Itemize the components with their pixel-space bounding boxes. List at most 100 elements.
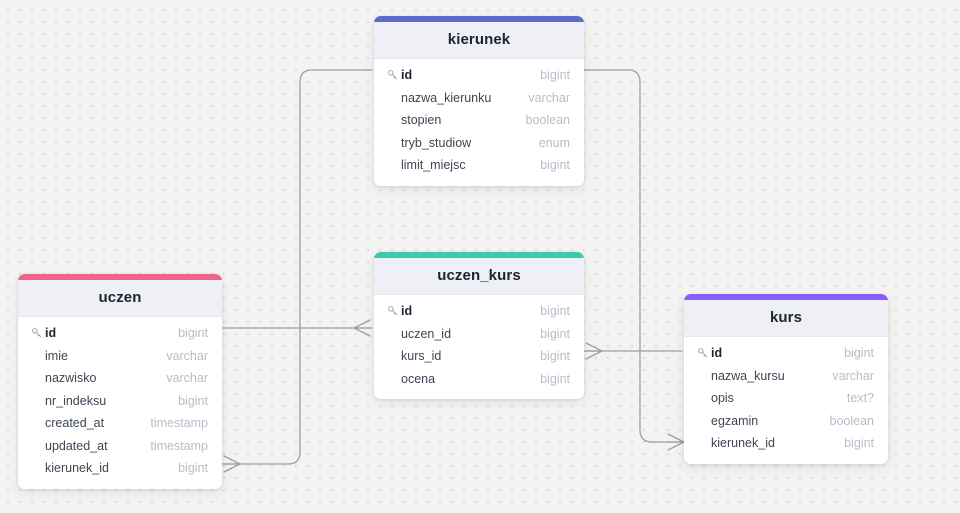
table-title-kurs: kurs (684, 300, 888, 337)
field-type: bigint (844, 436, 874, 451)
key-icon-slot (386, 91, 399, 104)
table-fields-uczen: id bigint imie varchar nazwisko varchar … (18, 317, 222, 489)
field-name: nazwa_kursu (711, 368, 785, 383)
key-icon-slot (30, 417, 43, 430)
field-row-kurs-egzamin[interactable]: egzamin boolean (684, 410, 888, 433)
field-type: varchar (528, 90, 570, 105)
field-row-kierunek-id[interactable]: id bigint (374, 64, 584, 87)
table-fields-kierunek: id bigint nazwa_kierunku varchar stopien… (374, 59, 584, 186)
field-type: bigint (540, 371, 570, 386)
field-row-uczen-created_at[interactable]: created_at timestamp (18, 412, 222, 435)
field-name: id (401, 68, 413, 83)
field-row-uczen-updated_at[interactable]: updated_at timestamp (18, 435, 222, 458)
table-title-uczen: uczen (18, 280, 222, 317)
field-type: boolean (829, 413, 875, 428)
field-name: id (401, 304, 413, 319)
field-name: nazwa_kierunku (401, 90, 492, 105)
field-name: stopien (401, 113, 442, 128)
field-row-kurs-id[interactable]: id bigint (684, 342, 888, 365)
table-accent-bar-kurs (684, 294, 888, 300)
key-icon-slot (386, 305, 399, 318)
field-name: nazwisko (45, 371, 97, 386)
table-accent-bar-uczen (18, 274, 222, 280)
field-type: bigint (540, 349, 570, 364)
field-type: timestamp (150, 416, 208, 431)
field-type: bigint (540, 158, 570, 173)
field-row-kurs-opis[interactable]: opis text? (684, 387, 888, 410)
field-row-kierunek-stopien[interactable]: stopien boolean (374, 109, 584, 132)
field-type: bigint (178, 326, 208, 341)
field-row-uczen_kurs-uczen_id[interactable]: uczen_id bigint (374, 323, 584, 346)
key-icon (387, 306, 397, 316)
key-icon-slot (30, 394, 43, 407)
table-title-uczen_kurs: uczen_kurs (374, 258, 584, 295)
field-row-uczen-id[interactable]: id bigint (18, 322, 222, 345)
key-icon-slot (30, 439, 43, 452)
field-row-kierunek-tryb_studiow[interactable]: tryb_studiow enum (374, 132, 584, 155)
field-name: limit_miejsc (401, 158, 466, 173)
key-icon-slot (30, 349, 43, 362)
table-fields-kurs: id bigint nazwa_kursu varchar opis text?… (684, 337, 888, 464)
field-type: bigint (540, 304, 570, 319)
field-type: varchar (166, 371, 208, 386)
field-row-kurs-nazwa_kursu[interactable]: nazwa_kursu varchar (684, 365, 888, 388)
key-icon-slot (30, 327, 43, 340)
field-row-kierunek-nazwa_kierunku[interactable]: nazwa_kierunku varchar (374, 87, 584, 110)
table-node-kurs[interactable]: kurs id bigint nazwa_kursu varchar opis … (684, 294, 888, 464)
key-icon-slot (696, 414, 709, 427)
field-type: bigint (540, 68, 570, 83)
table-node-uczen_kurs[interactable]: uczen_kurs id bigint uczen_id bigint kur… (374, 252, 584, 399)
field-name: uczen_id (401, 326, 452, 341)
field-type: bigint (844, 346, 874, 361)
key-icon-slot (386, 69, 399, 82)
field-row-uczen_kurs-kurs_id[interactable]: kurs_id bigint (374, 345, 584, 368)
field-type: timestamp (150, 438, 208, 453)
key-icon-slot (30, 462, 43, 475)
field-name: created_at (45, 416, 105, 431)
field-type: text? (846, 391, 874, 406)
field-type: enum (538, 135, 570, 150)
field-name: ocena (401, 371, 436, 386)
field-type: boolean (525, 113, 571, 128)
field-row-uczen-kierunek_id[interactable]: kierunek_id bigint (18, 457, 222, 480)
field-row-uczen-nazwisko[interactable]: nazwisko varchar (18, 367, 222, 390)
field-row-kurs-kierunek_id[interactable]: kierunek_id bigint (684, 432, 888, 455)
key-icon (387, 70, 397, 80)
key-icon-slot (386, 159, 399, 172)
field-name: id (45, 326, 57, 341)
field-name: imie (45, 348, 68, 363)
field-name: tryb_studiow (401, 135, 472, 150)
field-type: varchar (832, 368, 874, 383)
key-icon-slot (386, 350, 399, 363)
field-type: bigint (540, 326, 570, 341)
field-type: bigint (178, 393, 208, 408)
key-icon-slot (30, 372, 43, 385)
field-row-uczen_kurs-id[interactable]: id bigint (374, 300, 584, 323)
field-row-uczen_kurs-ocena[interactable]: ocena bigint (374, 368, 584, 391)
field-name: nr_indeksu (45, 393, 107, 408)
field-name: opis (711, 391, 734, 406)
field-row-kierunek-limit_miejsc[interactable]: limit_miejsc bigint (374, 154, 584, 177)
key-icon-slot (696, 369, 709, 382)
table-accent-bar-kierunek (374, 16, 584, 22)
field-name: kurs_id (401, 349, 442, 364)
table-accent-bar-uczen_kurs (374, 252, 584, 258)
field-type: bigint (178, 461, 208, 476)
key-icon-slot (696, 392, 709, 405)
key-icon-slot (386, 114, 399, 127)
field-type: varchar (166, 348, 208, 363)
field-row-uczen-imie[interactable]: imie varchar (18, 345, 222, 368)
field-name: egzamin (711, 413, 759, 428)
table-node-uczen[interactable]: uczen id bigint imie varchar nazwisko va… (18, 274, 222, 489)
table-node-kierunek[interactable]: kierunek id bigint nazwa_kierunku varcha… (374, 16, 584, 186)
field-name: kierunek_id (711, 436, 775, 451)
key-icon (697, 348, 707, 358)
field-name: id (711, 346, 723, 361)
key-icon (31, 328, 41, 338)
key-icon-slot (386, 327, 399, 340)
key-icon-slot (696, 437, 709, 450)
field-row-uczen-nr_indeksu[interactable]: nr_indeksu bigint (18, 390, 222, 413)
field-name: kierunek_id (45, 461, 109, 476)
table-title-kierunek: kierunek (374, 22, 584, 59)
key-icon-slot (386, 372, 399, 385)
